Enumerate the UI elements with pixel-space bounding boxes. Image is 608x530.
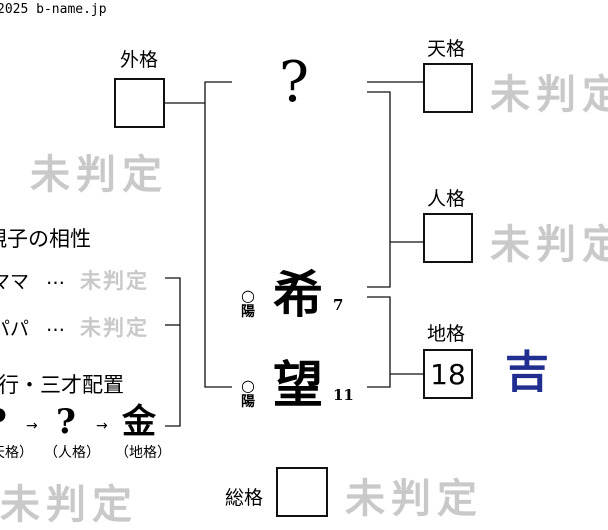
gaikaku-value xyxy=(116,80,163,126)
gogyo-jinkaku-label: （人格） xyxy=(44,445,100,461)
compatibility-title: 親子の相性 xyxy=(0,227,91,251)
tenkaku-judgement: 未判定 xyxy=(490,71,608,118)
gogyo-arrow-2: → xyxy=(96,418,108,434)
gogyo-tenkaku-label: （天格） xyxy=(0,445,33,461)
name-char-1-strokes: 7 xyxy=(333,296,344,314)
chikaku-judgement: 吉 xyxy=(505,347,549,398)
bottom-judgement: 未判定 xyxy=(0,481,138,528)
gogyo-chikaku-label: （地格） xyxy=(115,445,171,461)
gogyo-title: 五行・三才配置 xyxy=(0,373,124,397)
chikaku-label: 地格 xyxy=(427,323,466,345)
char2-polarity-symbol: ○ xyxy=(241,376,255,395)
gogyo-arrow-1: → xyxy=(26,418,38,434)
compat-papa-label: パパ xyxy=(0,318,30,340)
soukaku-label: 総格 xyxy=(225,487,264,509)
jinkaku-box xyxy=(423,213,473,263)
gaikaku-judgement: 未判定 xyxy=(30,151,168,198)
tenkaku-box xyxy=(423,63,473,113)
connector-lines xyxy=(165,81,423,427)
compat-mama-result: 未判定 xyxy=(80,268,149,293)
char2-polarity-label: 陽 xyxy=(241,394,255,410)
name-char-2-strokes: 11 xyxy=(333,386,354,404)
compat-papa-dots: … xyxy=(46,314,65,336)
jinkaku-judgement: 未判定 xyxy=(490,221,608,268)
chikaku-box: 18 xyxy=(423,349,473,399)
copyright-text: 2025 b-name.jp xyxy=(0,2,107,17)
gogyo-jinkaku-symbol: ? xyxy=(56,402,76,442)
gaikaku-box xyxy=(114,78,165,128)
name-char-2: 望 xyxy=(273,355,323,414)
surname-placeholder: ? xyxy=(279,50,310,115)
soukaku-box xyxy=(276,467,328,517)
char2-polarity: ○ 陽 xyxy=(238,376,258,411)
tenkaku-value xyxy=(425,65,471,111)
gogyo-tenkaku-symbol: ? xyxy=(0,405,7,439)
char1-polarity: ○ 陽 xyxy=(238,286,258,321)
chikaku-value: 18 xyxy=(430,357,466,391)
gaikaku-label: 外格 xyxy=(120,49,159,71)
jinkaku-label: 人格 xyxy=(427,188,466,210)
compat-papa-result: 未判定 xyxy=(80,315,149,340)
gogyo-chikaku-symbol: 金 xyxy=(122,402,156,442)
name-char-1: 希 xyxy=(273,265,323,324)
compat-mama-dots: … xyxy=(46,267,65,289)
char1-polarity-label: 陽 xyxy=(241,304,255,320)
soukaku-judgement: 未判定 xyxy=(345,475,483,522)
jinkaku-value xyxy=(425,215,471,261)
char1-polarity-symbol: ○ xyxy=(241,286,255,305)
compat-mama-label: ママ xyxy=(0,271,30,293)
soukaku-value xyxy=(278,469,326,515)
tenkaku-label: 天格 xyxy=(427,38,466,60)
